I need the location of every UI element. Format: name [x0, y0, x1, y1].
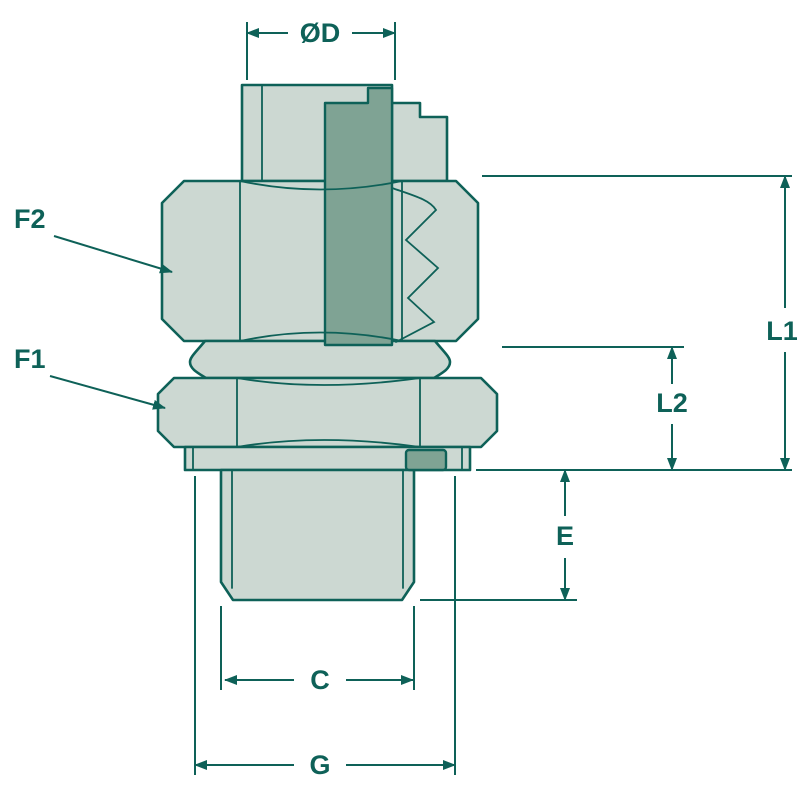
- dim-label-c: C: [310, 665, 330, 695]
- dimension-g: G: [194, 476, 456, 780]
- hex-nut-f1: [156, 376, 499, 449]
- nut-f1-chamfer-top: [236, 377, 421, 386]
- dimension-c: C: [220, 606, 415, 695]
- dim-label-l1: L1: [766, 316, 798, 346]
- f1-leader-line: [49, 375, 166, 410]
- fitting-body: [156, 83, 499, 602]
- leader-f1: F1: [14, 344, 166, 410]
- leader-f2: F2: [14, 204, 173, 274]
- dim-label-g: G: [309, 750, 330, 780]
- leader-label-f1: F1: [14, 344, 46, 374]
- nut-f2-chamfer-top: [239, 180, 403, 191]
- nut-f1-chamfer-bottom: [236, 439, 421, 448]
- dim-label-od: ØD: [300, 18, 341, 48]
- nut-f2-chamfer-bottom: [239, 331, 403, 342]
- threaded-stud: [219, 468, 416, 602]
- leader-label-f2: F2: [14, 204, 46, 234]
- section-detail-lines: [192, 84, 463, 589]
- bore-cut-profile: [391, 187, 440, 343]
- dim-label-l2: L2: [656, 388, 688, 418]
- f2-leader-line: [53, 235, 173, 274]
- dimension-e: E: [420, 469, 577, 601]
- dim-label-e: E: [556, 521, 574, 551]
- dimension-l2: L2: [502, 346, 688, 471]
- collar-groove: [188, 339, 452, 380]
- section-cut-band: [323, 86, 394, 347]
- section-cut-washer-piece: [404, 448, 448, 472]
- dimension-l1: L1: [476, 175, 798, 471]
- dimension-od: ØD: [246, 18, 396, 80]
- sleeve-flange: [390, 101, 449, 183]
- hex-nut-f2: [160, 179, 480, 343]
